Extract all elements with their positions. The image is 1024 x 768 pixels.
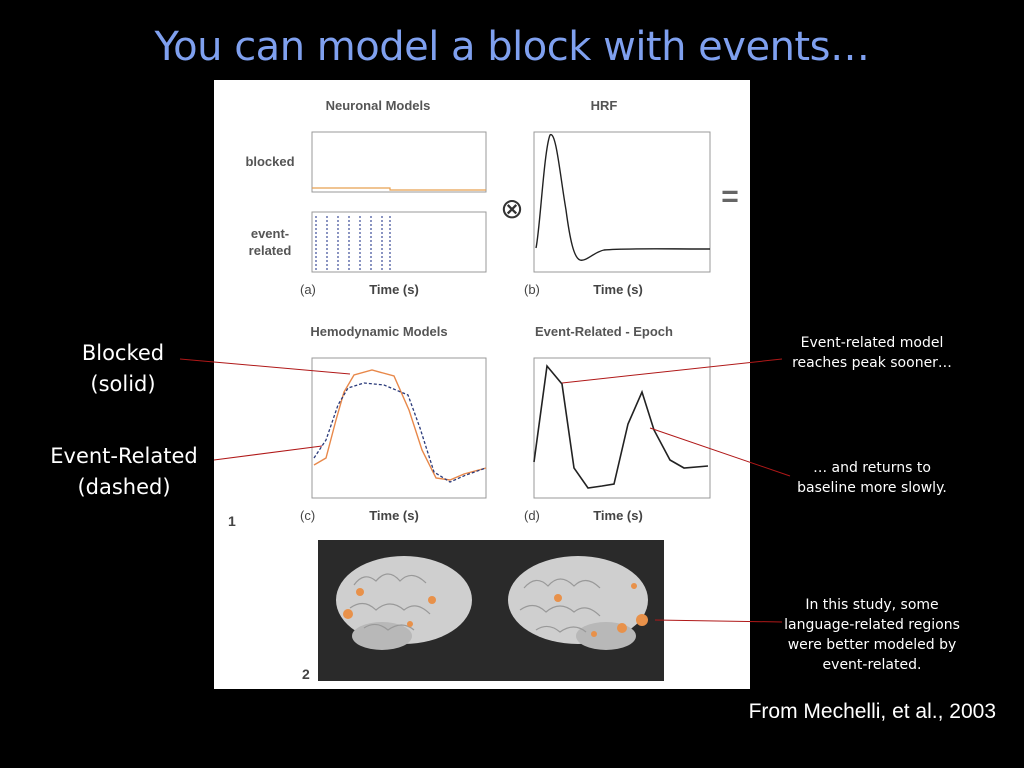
annotation-study: In this study, some language-related reg…: [772, 595, 972, 675]
annotation-blocked-line2: (solid): [90, 372, 156, 396]
figure-svg: Neuronal Models HRF Hemodynamic Models E…: [228, 98, 739, 682]
xlabel-d: Time (s): [593, 508, 643, 523]
blocked-neuronal-line: [312, 187, 486, 191]
annotation-returns-line2: baseline more slowly.: [797, 480, 947, 496]
pointer-blocked: [179, 358, 351, 375]
brain-left-hemisphere: [336, 556, 472, 650]
panel-letter-d: (d): [524, 508, 540, 523]
xlabel-b: Time (s): [593, 282, 643, 297]
annotation-event-related: Event-Related (dashed): [30, 441, 218, 503]
pointer-peak: [561, 358, 783, 384]
annotation-study-line4: event-related.: [822, 657, 922, 673]
annotation-study-line2: language-related regions: [784, 617, 960, 633]
panel-title-hrf: HRF: [591, 98, 618, 113]
row-label-blocked: blocked: [245, 154, 294, 169]
convolve-symbol: ⊗: [500, 193, 523, 224]
panel-title-neuronal: Neuronal Models: [326, 98, 431, 113]
annotation-peak: Event-related model reaches peak sooner…: [772, 333, 972, 373]
slide-title: You can model a block with events…: [154, 24, 870, 70]
annotation-peak-line1: Event-related model: [800, 335, 944, 351]
annotation-blocked: Blocked (solid): [58, 338, 188, 400]
figure-panel: Neuronal Models HRF Hemodynamic Models E…: [214, 80, 750, 689]
axes-hrf: [533, 131, 711, 273]
annotation-event-related-line2: (dashed): [77, 475, 171, 499]
annotation-blocked-line1: Blocked: [81, 341, 165, 365]
pointer-study: [654, 619, 783, 623]
axes-blocked: [311, 131, 487, 193]
annotation-returns: … and returns to baseline more slowly.: [772, 458, 972, 498]
row-label-related: related: [249, 243, 292, 258]
epoch-curve: [533, 364, 709, 489]
annotation-event-related-line1: Event-Related: [50, 444, 198, 468]
panel-letter-c: (c): [300, 508, 315, 523]
axes-hemodynamic: [311, 357, 487, 499]
figure-number-1: 1: [228, 513, 236, 529]
pointer-returns: [649, 427, 791, 477]
panel-title-epoch: Event-Related - Epoch: [535, 324, 673, 339]
panel-letter-a: (a): [300, 282, 316, 297]
panel-title-hemodynamic: Hemodynamic Models: [310, 324, 447, 339]
row-label-event: event-: [251, 226, 289, 241]
axes-epoch: [533, 357, 711, 499]
annotation-peak-line2: reaches peak sooner…: [792, 355, 952, 371]
xlabel-a: Time (s): [369, 282, 419, 297]
annotation-study-line3: were better modeled by: [787, 637, 957, 653]
citation: From Mechelli, et al., 2003: [748, 700, 996, 723]
dashed-hemodynamic-curve: [313, 382, 487, 483]
xlabel-c: Time (s): [369, 508, 419, 523]
panel-letter-b: (b): [524, 282, 540, 297]
equals-symbol: =: [721, 180, 739, 213]
pointer-event-related: [213, 445, 323, 461]
figure-number-2: 2: [302, 666, 310, 682]
brain-right-hemisphere: [508, 556, 648, 650]
event-sticks: [315, 214, 391, 270]
axes-event: [311, 211, 487, 273]
solid-hemodynamic-curve: [313, 369, 487, 481]
annotation-returns-line1: … and returns to: [813, 460, 931, 476]
hrf-curve: [535, 134, 711, 261]
annotation-study-line1: In this study, some: [805, 597, 939, 613]
